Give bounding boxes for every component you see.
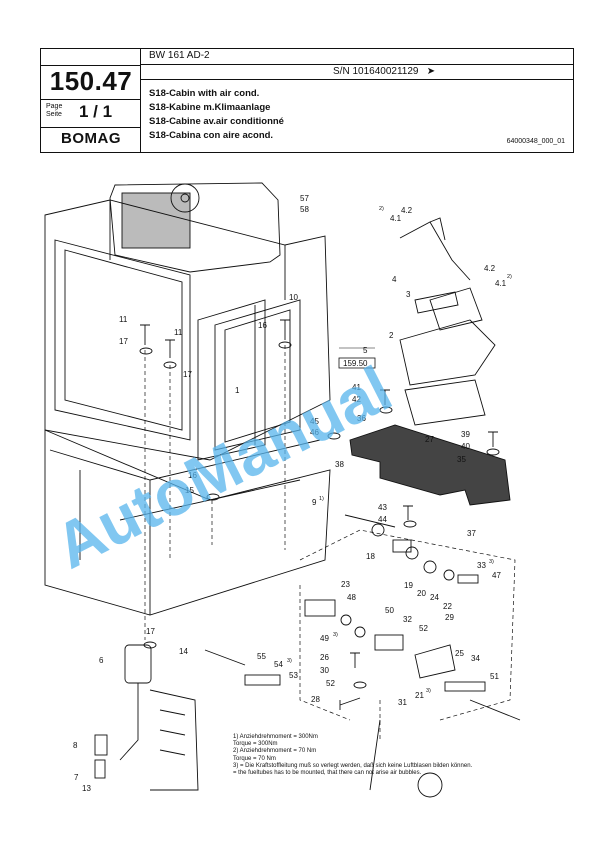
model-row: BW 161 AD-2	[141, 49, 573, 65]
callout-13: 13	[82, 784, 91, 793]
arrow-right-icon: ➤	[426, 66, 436, 77]
svg-text:2): 2)	[379, 206, 384, 212]
callout-32: 32	[403, 615, 412, 624]
svg-text:2): 2)	[507, 274, 512, 280]
callout-49: 49	[320, 634, 329, 643]
callout-19: 19	[404, 581, 413, 590]
callout-9: 9	[312, 498, 317, 507]
callout-24: 24	[430, 593, 439, 602]
callout-labels: 57 58 10 16 11 11 17 17 5 159.50 1 41 42…	[73, 194, 512, 793]
callout-58: 58	[300, 205, 309, 214]
svg-text:3): 3)	[489, 559, 494, 565]
callout-18: 18	[366, 552, 375, 561]
callout-17: 17	[146, 627, 155, 636]
callout-21: 21	[415, 691, 424, 700]
callout-30: 30	[320, 666, 329, 675]
callout-41: 41	[352, 383, 361, 392]
page-number: 150.47	[49, 66, 133, 96]
title-de: S18-Kabine m.Klimaanlage	[149, 102, 271, 113]
svg-text:3): 3)	[333, 632, 338, 638]
callout-15: 15	[185, 486, 194, 495]
serial-number: S/N 101640021129 ➤	[333, 66, 436, 77]
cabin-drawing	[44, 182, 521, 798]
serial-row: S/N 101640021129 ➤	[141, 65, 573, 80]
callout-3: 3	[406, 290, 411, 299]
callout-48: 48	[347, 593, 356, 602]
footnotes: 1) Anziehdrehmoment = 300Nm Torque = 300…	[233, 734, 473, 777]
callout-25: 25	[455, 649, 464, 658]
callout-52: 52	[419, 624, 428, 633]
callout-11: 11	[119, 315, 128, 324]
callout-4-2: 4.2	[484, 264, 496, 273]
callout-26: 26	[320, 653, 329, 662]
callout-20: 20	[417, 589, 426, 598]
callout-34: 34	[471, 654, 480, 663]
svg-text:AutoManual: AutoManual	[44, 352, 403, 582]
callout-29: 29	[445, 613, 454, 622]
callout-50: 50	[385, 606, 394, 615]
callout-44: 44	[378, 515, 387, 524]
callout-27: 27	[425, 435, 434, 444]
page-id-block: 150.47 Page Seite 1 / 1 BOMAG	[41, 49, 141, 152]
callout-6: 6	[99, 656, 104, 665]
title-es: S18-Cabina con aire acond.	[149, 130, 274, 141]
svg-text:3): 3)	[426, 688, 431, 694]
callout-5: 5	[363, 346, 368, 355]
callout-4: 4	[392, 275, 397, 284]
callout-39: 39	[461, 430, 470, 439]
callout-55: 55	[257, 652, 266, 661]
callout-52: 52	[326, 679, 335, 688]
callout-22: 22	[443, 602, 452, 611]
callout-16: 16	[188, 471, 197, 480]
callout-40: 40	[461, 442, 470, 451]
title-en: S18-Cabin with air cond.	[149, 88, 260, 99]
callout-4-1: 4.1	[495, 279, 507, 288]
page-label: Page Seite	[46, 103, 63, 118]
callout-14: 14	[179, 647, 188, 656]
callout-42: 42	[352, 395, 361, 404]
callout-159-50: 159.50	[343, 359, 368, 368]
callout-2: 2	[389, 331, 394, 340]
callout-51: 51	[490, 672, 499, 681]
callout-37: 37	[467, 529, 476, 538]
callout-28: 28	[311, 695, 320, 704]
callout-1: 1	[235, 386, 240, 395]
callout-47: 47	[492, 571, 501, 580]
callout-11: 11	[174, 328, 183, 337]
callout-54: 54	[274, 660, 283, 669]
callout-4-2: 4.2	[401, 206, 413, 215]
callout-23: 23	[341, 580, 350, 589]
page-header: 150.47 Page Seite 1 / 1 BOMAG BW 161 AD-…	[40, 48, 574, 153]
callout-57: 57	[300, 194, 309, 203]
callout-10: 10	[289, 293, 298, 302]
callout-17: 17	[119, 337, 128, 346]
callout-36: 36	[357, 414, 366, 423]
callout-46: 46	[310, 428, 319, 437]
section-titles: S18-Cabin with air cond. S18-Kabine m.Kl…	[149, 87, 284, 143]
callout-16: 16	[258, 321, 267, 330]
svg-text:1): 1)	[319, 496, 324, 502]
callout-17: 17	[183, 370, 192, 379]
callout-35: 35	[457, 455, 466, 464]
callout-33: 33	[477, 561, 486, 570]
callout-8: 8	[73, 741, 78, 750]
callout-53: 53	[289, 671, 298, 680]
exploded-parts-diagram: 57 58 10 16 11 11 17 17 5 159.50 1 41 42…	[44, 182, 521, 798]
callout-4-1: 4.1	[390, 214, 402, 223]
callout-45: 45	[310, 417, 319, 426]
callout-38: 38	[335, 460, 344, 469]
page-of: 1 / 1	[79, 102, 113, 121]
brand-logo: BOMAG	[61, 130, 121, 147]
callout-7: 7	[74, 773, 79, 782]
callout-31: 31	[398, 698, 407, 707]
svg-text:3): 3)	[287, 658, 292, 664]
callout-43: 43	[378, 503, 387, 512]
model-name: BW 161 AD-2	[149, 50, 210, 61]
title-fr: S18-Cabine av.air conditionné	[149, 116, 284, 127]
document-number: 64000348_000_01	[506, 138, 565, 145]
